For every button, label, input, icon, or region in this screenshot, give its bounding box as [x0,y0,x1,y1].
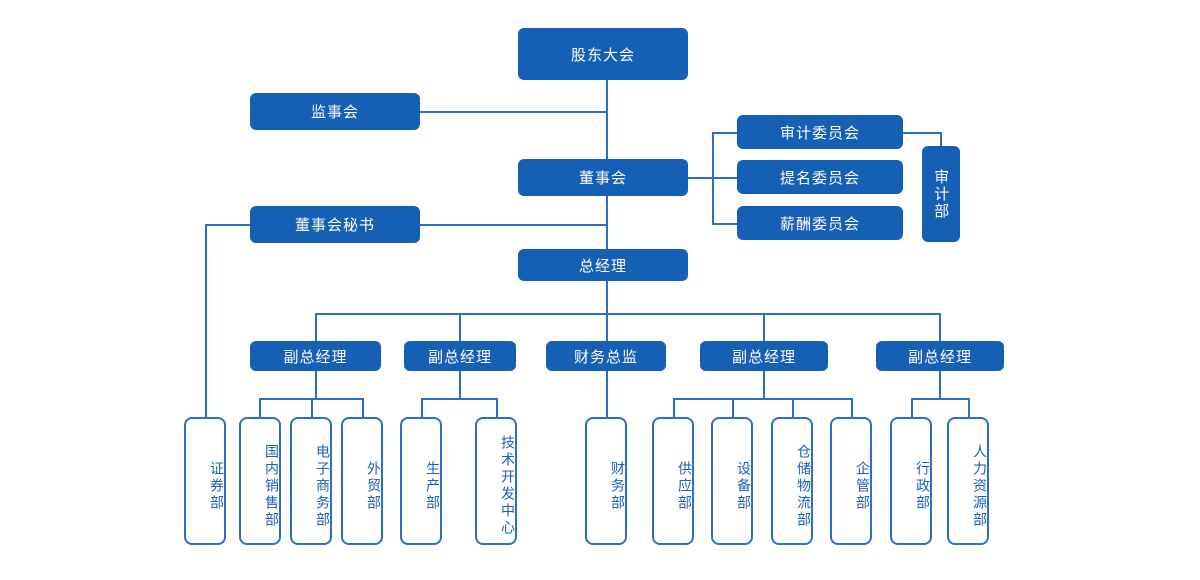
connector-trunk-board-to-gm [606,196,608,250]
node-manager-3[interactable]: 财务总监 [546,341,666,371]
connector-bracket-to-audit-committee [712,132,738,134]
connector-supervisors-to-trunk [420,111,608,113]
node-general-manager[interactable]: 总经理 [518,249,688,281]
node-audit-department[interactable]: 审计部 [922,146,960,242]
dept-ecommerce[interactable]: 电子商务部 [290,417,332,545]
dept-finance[interactable]: 财务部 [585,417,627,545]
connector-secretary-down-to-securities [205,224,207,417]
dept-tech-development-center[interactable]: 技术开发中心 [475,417,517,545]
node-board-of-supervisors[interactable]: 监事会 [250,93,420,130]
dept-warehouse-logistics[interactable]: 仓储物流部 [771,417,813,545]
connector-manager-2-drop [459,371,461,399]
dept-supply[interactable]: 供应部 [652,417,694,545]
connector-bracket-to-nomination-committee [712,177,738,179]
dept-domestic-sales[interactable]: 国内销售部 [239,417,281,545]
connector-manager-2-child-1 [421,398,423,417]
connector-gm-drop [606,280,608,314]
node-board-secretary[interactable]: 董事会秘书 [250,206,420,243]
connector-manager-5-child-2 [968,398,970,417]
node-audit-committee[interactable]: 审计委员会 [737,115,903,149]
connector-drop-manager-2 [459,313,461,341]
connector-manager-distribution-bar [315,313,941,315]
connector-manager-4-child-2 [732,398,734,417]
node-board-of-directors[interactable]: 董事会 [518,159,688,196]
connector-manager-5-bar [911,398,969,400]
node-manager-4[interactable]: 副总经理 [700,341,828,371]
connector-trunk-shareholders-to-board [606,80,608,160]
connector-audit-committee-to-audit-dept [903,132,941,134]
connector-drop-manager-5 [939,313,941,341]
connector-manager-4-child-1 [673,398,675,417]
connector-audit-dept-drop [940,132,942,148]
dept-equipment[interactable]: 设备部 [711,417,753,545]
dept-securities[interactable]: 证券部 [184,417,226,545]
connector-manager-4-child-3 [792,398,794,417]
connector-manager-1-child-2 [311,398,313,417]
node-manager-1[interactable]: 副总经理 [250,341,381,371]
connector-manager-1-drop [315,371,317,399]
connector-manager-4-child-4 [851,398,853,417]
connector-manager-2-bar [421,398,498,400]
connector-manager-4-bar [673,398,853,400]
node-shareholders-meeting[interactable]: 股东大会 [518,28,688,80]
connector-board-to-committees [688,177,714,179]
connector-drop-manager-4 [763,313,765,341]
dept-foreign-trade[interactable]: 外贸部 [341,417,383,545]
connector-drop-manager-1 [315,313,317,341]
connector-drop-manager-3 [606,313,608,341]
dept-production[interactable]: 生产部 [400,417,442,545]
connector-secretary-left-arm [205,224,252,226]
dept-administration[interactable]: 行政部 [890,417,932,545]
connector-manager-4-drop [763,371,765,399]
node-compensation-committee[interactable]: 薪酬委员会 [737,206,903,240]
connector-manager-3-drop [606,371,608,417]
connector-manager-5-drop [939,371,941,399]
node-nomination-committee[interactable]: 提名委员会 [737,160,903,194]
connector-manager-2-child-2 [496,398,498,417]
node-manager-2[interactable]: 副总经理 [404,341,516,371]
connector-manager-5-child-1 [911,398,913,417]
connector-manager-1-child-1 [259,398,261,417]
connector-bracket-to-compensation-committee [712,223,738,225]
connector-manager-1-child-3 [362,398,364,417]
dept-human-resources[interactable]: 人力资源部 [947,417,989,545]
node-manager-5[interactable]: 副总经理 [876,341,1004,371]
connector-secretary-to-trunk [420,224,608,226]
dept-enterprise-management[interactable]: 企管部 [830,417,872,545]
